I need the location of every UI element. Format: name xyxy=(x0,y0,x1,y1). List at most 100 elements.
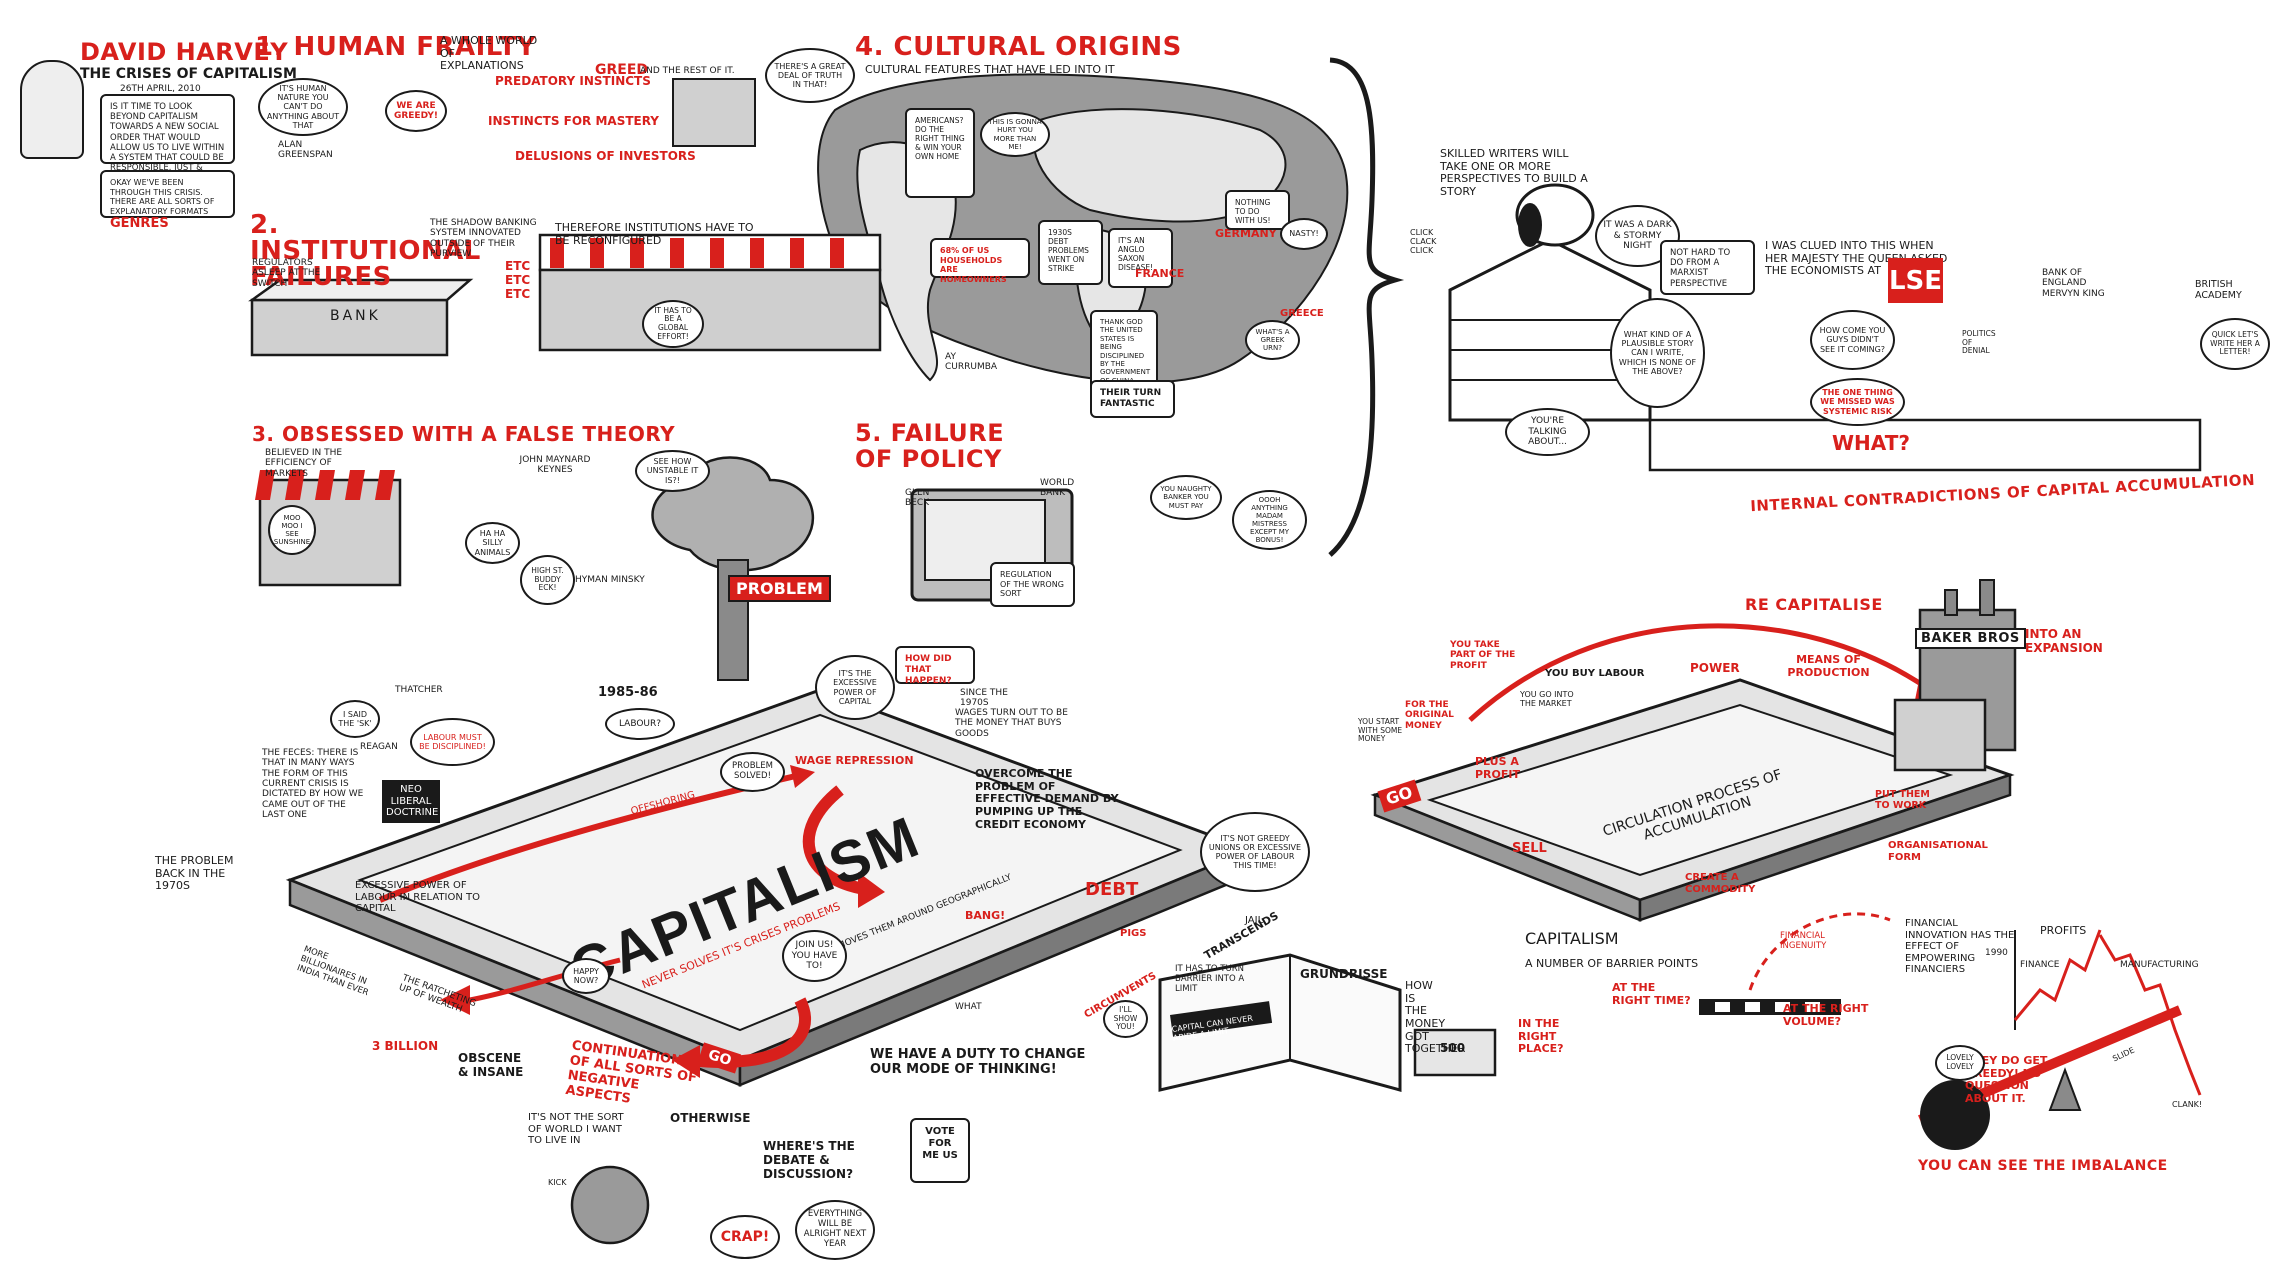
br-profits: PROFITS xyxy=(2040,924,2087,937)
bl-crap: CRAP! xyxy=(710,1215,780,1259)
s3-moo: MOO MOO I SEE SUNSHINE xyxy=(268,505,316,555)
br-put-work: PUT THEM TO WORK xyxy=(1875,789,1930,811)
br-buy: YOU BUY LABOUR xyxy=(1545,668,1645,679)
s3-keynes: JOHN MAYNARD KEYNES xyxy=(519,455,591,476)
s2-shadow: THE SHADOW BANKING SYSTEM INNOVATED OUTS… xyxy=(430,218,537,260)
bl-excessive: IT'S THE EXCESSIVE POWER OF CAPITAL xyxy=(815,655,895,720)
s4-nasty: NASTY! xyxy=(1280,218,1328,250)
s2-global: IT HAS TO BE A GLOBAL EFFORT! xyxy=(642,300,704,348)
s5-regulation: REGULATION OF THE WRONG SORT xyxy=(990,562,1075,607)
rt-click: CLICK CLACK CLICK xyxy=(1410,228,1437,256)
s1-greedy: WE ARE GREEDY! xyxy=(385,90,447,132)
scroll-paper xyxy=(1648,418,2202,472)
s3-minsky: HYMAN MINSKY xyxy=(575,575,645,585)
br-how: HOW IS THE MONEY GOT TOGETHER xyxy=(1405,979,1465,1055)
br-original: FOR THE ORIGINAL MONEY xyxy=(1405,700,1454,731)
bl-not-sort: IT'S NOT THE SORT OF WORLD I WANT TO LIV… xyxy=(528,1112,624,1146)
bl-duty: WE HAVE A DUTY TO CHANGE OUR MODE OF THI… xyxy=(870,1047,1086,1077)
bl-wage-rep: WAGE REPRESSION xyxy=(795,754,914,767)
bank-desk xyxy=(250,298,449,357)
bl-discipline: LABOUR MUST BE DISCIPLINED! xyxy=(410,718,495,766)
problem-sign: PROBLEM xyxy=(728,575,831,602)
br-barrier: A NUMBER OF BARRIER POINTS xyxy=(1525,957,1699,970)
section3-title: 3. OBSESSED WITH A FALSE THEORY xyxy=(252,422,676,446)
bl-join: JOIN US! YOU HAVE TO! xyxy=(782,930,847,982)
banknote-drawing xyxy=(1413,1028,1497,1077)
s1-delusions: DELUSIONS OF INVESTORS xyxy=(515,149,696,163)
rt-denial: POLITICS OF DENIAL xyxy=(1962,329,1996,356)
s5-bonus: OOOH ANYTHING MADAM MISTRESS EXCEPT MY B… xyxy=(1232,490,1307,550)
s4-urn: WHAT'S A GREEK URN? xyxy=(1245,320,1300,360)
br-go-into: YOU GO INTO THE MARKET xyxy=(1520,690,1574,709)
rt-marxist: NOT HARD TO DO FROM A MARXIST PERSPECTIV… xyxy=(1660,240,1755,295)
bl-not-greedy: IT'S NOT GREEDY UNIONS OR EXCESSIVE POWE… xyxy=(1200,812,1310,892)
br-right-volume: AT THE RIGHT VOLUME? xyxy=(1783,1002,1869,1028)
br-clank: CLANK! xyxy=(2172,1100,2203,1109)
s4-households: 68% OF US HOUSEHOLDS ARE HOMEOWNERS xyxy=(930,238,1030,284)
s1-rest: AND THE REST OF IT. xyxy=(640,66,735,76)
bl-pigs: PIGS xyxy=(1120,928,1147,939)
s5-world-bank: WORLD BANK xyxy=(1040,478,1075,499)
s1-greed: GREED xyxy=(595,62,649,78)
section4-title: 4. CULTURAL ORIGINS xyxy=(855,32,1182,62)
s4-hurt: THIS IS GONNA HURT YOU MORE THAN ME! xyxy=(980,112,1050,157)
bl-thatcher: THATCHER xyxy=(395,685,443,695)
br-right-place: IN THE RIGHT PLACE? xyxy=(1518,1017,1564,1056)
finance-line xyxy=(2013,929,2102,1021)
s4-americans: AMERICANS? DO THE RIGHT THING & WIN YOUR… xyxy=(905,108,975,198)
section-brace xyxy=(1328,57,1405,557)
br-means: MEANS OF PRODUCTION xyxy=(1787,653,1870,679)
bl-feces: THE FECES: THERE IS THAT IN MANY WAYS TH… xyxy=(262,748,364,821)
bank-building xyxy=(672,78,756,147)
s4-curramba: AY CURRUMBA xyxy=(945,352,998,373)
bl-i-said: I SAID THE 'SK' xyxy=(330,700,380,738)
s5-naughty: YOU NAUGHTY BANKER YOU MUST PAY xyxy=(1150,475,1222,520)
section1-title: 1. HUMAN FRAILTY xyxy=(255,32,537,62)
br-note: 500 xyxy=(1440,1041,1466,1055)
bl-happy: HAPPY NOW? xyxy=(562,958,610,994)
s4-thank-god: THANK GOD THE UNITED STATES IS BEING DIS… xyxy=(1090,310,1158,390)
s4-1930s: 1930s DEBT PROBLEMS WENT ON STRIKE xyxy=(1038,220,1103,285)
br-imbalance: YOU CAN SEE THE IMBALANCE xyxy=(1918,1158,2168,1174)
bl-exc-labour: EXCESSIVE POWER OF LABOUR IN RELATION TO… xyxy=(355,880,480,914)
rt-quick: QUICK LET'S WRITE HER A LETTER! xyxy=(2200,318,2270,370)
author-name: DAVID HARVEY xyxy=(80,38,289,66)
s1-mastery: INSTINCTS FOR MASTERY xyxy=(488,114,659,128)
br-create: CREATE A COMMODITY xyxy=(1685,872,1756,895)
br-finance: FINANCE xyxy=(2020,960,2060,970)
bl-bang: BANG! xyxy=(965,909,1006,922)
rt-british-academy: BRITISH ACADEMY xyxy=(2195,279,2242,301)
rt-skilled: SKILLED WRITERS WILL TAKE ONE OR MORE PE… xyxy=(1440,147,1588,198)
s1-greenspan: ALAN GREENSPAN xyxy=(278,140,333,161)
lse-badge: LSE xyxy=(1888,258,1943,303)
rt-systemic: THE ONE THING WE MISSED WAS SYSTEMIC RIS… xyxy=(1810,378,1905,426)
br-expansion: INTO AN EXPANSION xyxy=(2025,627,2103,655)
curve-arrow xyxy=(802,785,871,896)
harvey-figure xyxy=(20,60,84,159)
s1-human-nature: IT'S HUMAN NATURE YOU CAN'T DO ANYTHING … xyxy=(258,78,348,136)
recapitalise-arrow xyxy=(1468,623,1932,722)
br-manufacturing: MANUFACTURING xyxy=(2120,960,2199,970)
br-recapitalise: RE CAPITALISE xyxy=(1745,595,1883,614)
bl-neo: NEO LIBERAL DOCTRINE xyxy=(382,780,440,823)
bl-3-billion: 3 BILLION xyxy=(372,1039,439,1053)
br-part: YOU TAKE PART OF THE PROFIT xyxy=(1450,640,1516,671)
section5-title: 5. FAILURE OF POLICY xyxy=(855,419,1005,474)
section1-sub: A WHOLE WORLD OF EXPLANATIONS xyxy=(440,34,538,73)
bl-labour: LABOUR? xyxy=(605,708,675,740)
br-capitalism: CAPITALISM xyxy=(1525,929,1619,948)
s1-truth: THERE'S A GREAT DEAL OF TRUTH IN THAT! xyxy=(765,48,855,103)
s3-believed: BELIEVED IN THE EFFICIENCY OF MARKETS xyxy=(265,448,343,479)
s2-etc: ETC ETC ETC xyxy=(505,259,531,301)
rt-queen: I WAS CLUED INTO THIS WHEN HER MAJESTY T… xyxy=(1765,239,1948,278)
bl-how-did: HOW DID THAT HAPPEN? xyxy=(895,646,975,686)
bl-everything: EVERYTHING WILL BE ALRIGHT NEXT YEAR xyxy=(795,1200,875,1260)
s4-germany: GERMANY xyxy=(1215,227,1277,240)
s2-regulators: REGULATORS ASLEEP AT THE SWITCH xyxy=(252,258,321,289)
br-1990: 1990 xyxy=(1985,948,2008,958)
s4-france: FRANCE xyxy=(1135,267,1185,280)
s3-buddy: HIGH ST. BUDDY ECK! xyxy=(520,555,575,605)
rt-how-come: HOW COME YOU GUYS DIDN'T SEE IT COMING? xyxy=(1810,310,1895,370)
bl-problem-back: THE PROBLEM BACK IN THE 1970s xyxy=(155,854,234,893)
